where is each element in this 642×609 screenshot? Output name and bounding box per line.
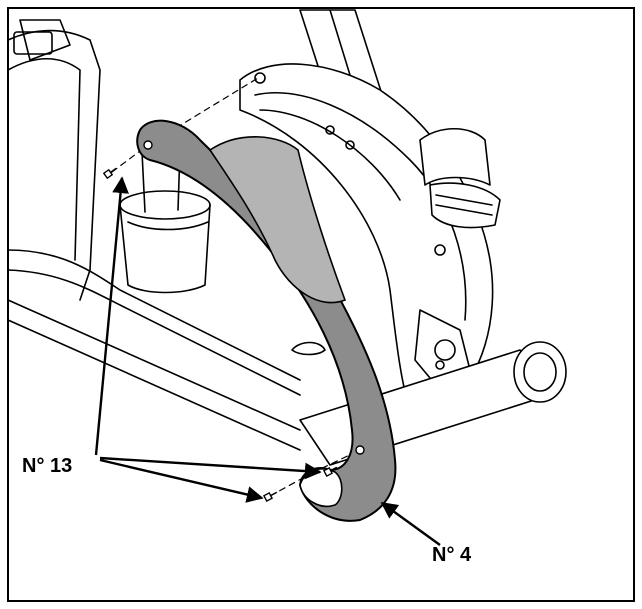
pedal xyxy=(419,128,501,229)
arrow-screw-bottom-right xyxy=(99,456,322,480)
arrow-cover xyxy=(380,502,441,546)
screw-top-icon xyxy=(102,167,117,180)
arrow-screw-top xyxy=(94,176,129,456)
logo-mark xyxy=(291,341,326,356)
callout-screw-label: N° 13 xyxy=(22,455,73,477)
screw-bottom-left-icon xyxy=(262,491,278,503)
leader-arrows xyxy=(94,176,441,546)
callout-cover-label: N° 4 xyxy=(432,544,472,566)
arrow-screw-bottom-left xyxy=(99,458,264,503)
cover-screw-hole-top xyxy=(143,140,153,150)
screw-bottom-right-icon xyxy=(322,466,338,478)
console-frame xyxy=(7,19,301,451)
screw-icons xyxy=(102,167,338,503)
cover-screw-hole-bottom xyxy=(355,445,365,455)
side-cover xyxy=(136,119,397,522)
